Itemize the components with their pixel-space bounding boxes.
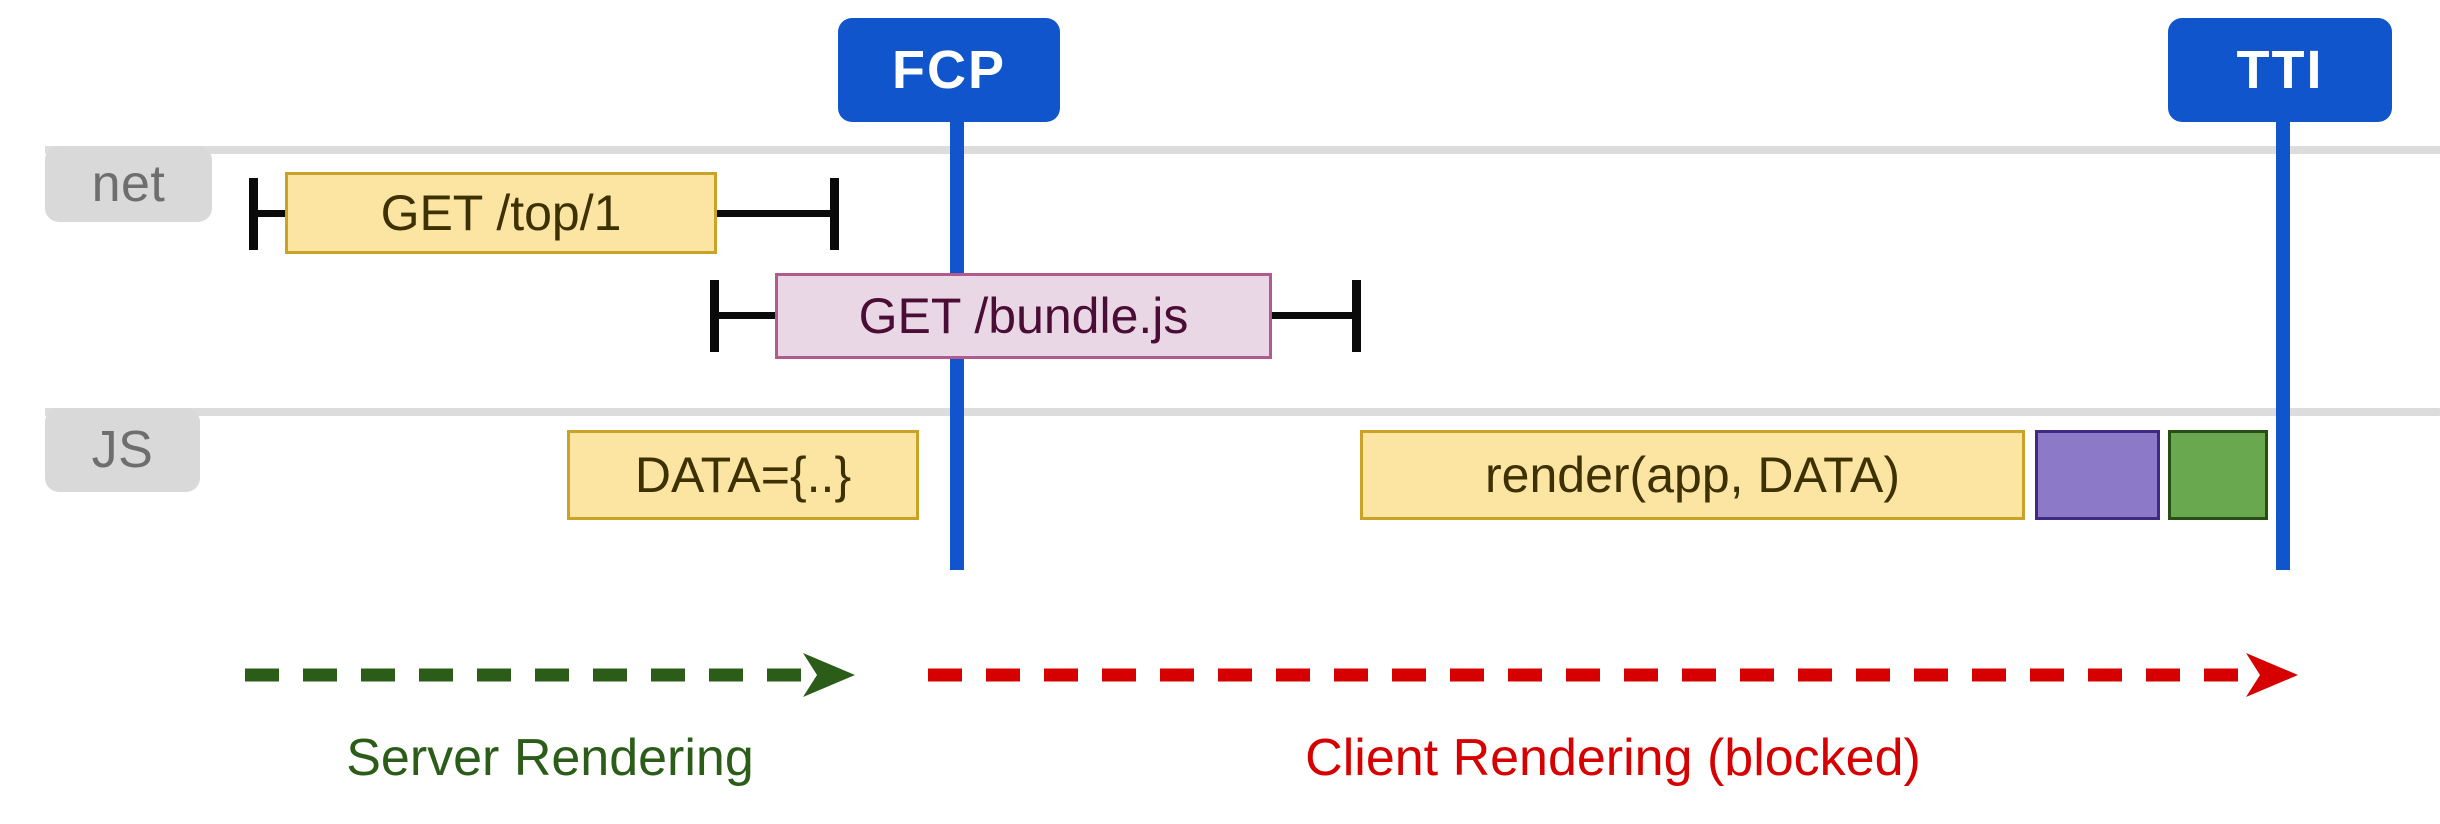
bar-render-app[interactable]: render(app, DATA) [1360, 430, 2025, 520]
get-bundle-whisker-cap-right [1352, 280, 1361, 352]
bar-get-bundle[interactable]: GET /bundle.js [775, 273, 1272, 359]
client-rendering-arrow [928, 645, 2298, 705]
lane-chip-js: JS [45, 408, 200, 492]
tti-marker-line [2276, 100, 2290, 570]
bar-label-data-assign: DATA={..} [634, 447, 852, 503]
fcp-marker-badge[interactable]: FCP [838, 18, 1060, 122]
tti-marker-badge[interactable]: TTI [2168, 18, 2392, 122]
lane-chip-net: net [45, 146, 212, 222]
bar-label-get-top: GET /top/1 [380, 185, 622, 241]
server-rendering-label-text: Server Rendering [346, 729, 754, 787]
get-top-whisker-cap-right [830, 178, 839, 250]
bar-hydrate-purple[interactable] [2035, 430, 2160, 520]
bar-paint-green[interactable] [2168, 430, 2268, 520]
bar-label-render-app: render(app, DATA) [1485, 447, 1900, 503]
bar-get-top[interactable]: GET /top/1 [285, 172, 717, 254]
bar-data-assign[interactable]: DATA={..} [567, 430, 919, 520]
server-rendering-label: Server Rendering [180, 728, 920, 788]
client-rendering-label-text: Client Rendering (blocked) [1305, 729, 1921, 787]
client-rendering-label: Client Rendering (blocked) [928, 728, 2298, 788]
fcp-marker-label: FCP [892, 40, 1006, 100]
tti-marker-label: TTI [2236, 40, 2324, 100]
lane-label-js: JS [91, 421, 154, 479]
lane-label-net: net [91, 155, 166, 213]
lane-rule-js [45, 408, 2440, 416]
bar-label-get-bundle: GET /bundle.js [858, 288, 1189, 344]
server-rendering-arrow [245, 645, 855, 705]
lane-rule-net [45, 146, 2440, 154]
